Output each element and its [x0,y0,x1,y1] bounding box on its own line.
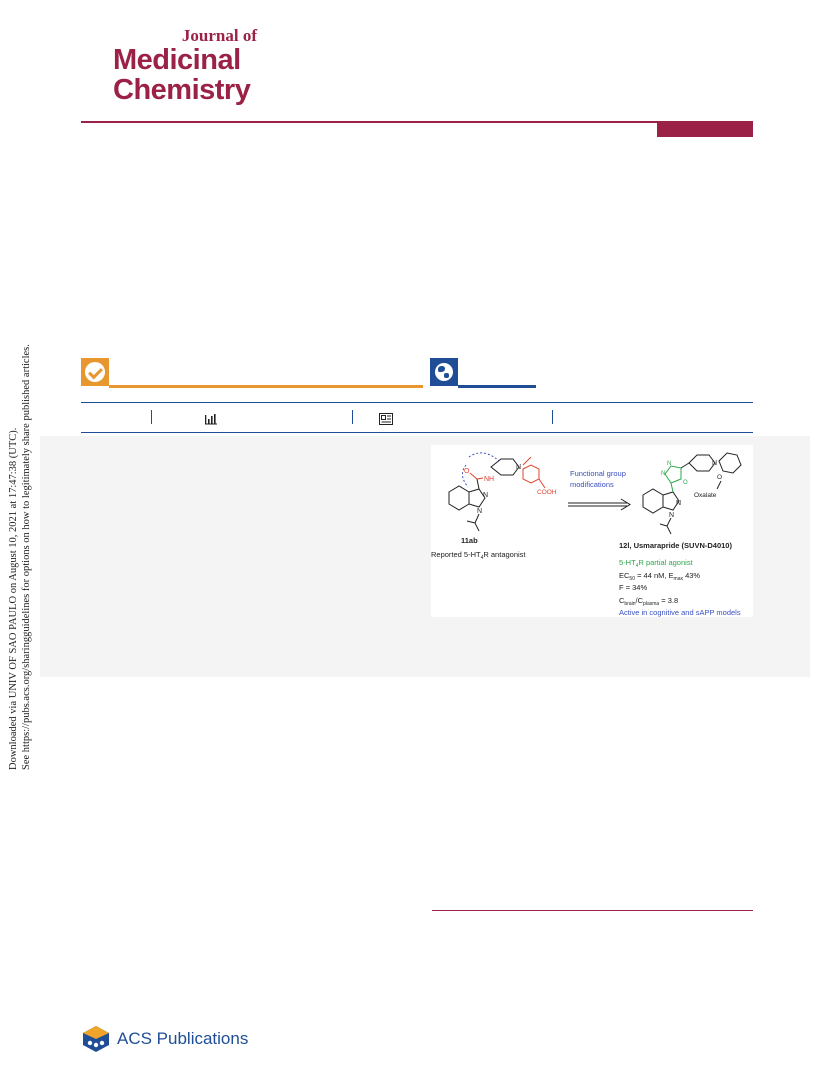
journal-name-line3: Chemistry [113,74,251,106]
benzyl-bond [522,456,532,466]
metrics-bar-bottom-rule [81,432,753,433]
arrow-label-line1: Functional group [570,469,626,478]
bond [659,523,668,527]
journal-name-line2: Medicinal [113,44,241,76]
nitrogen-label: N [516,464,521,471]
linker-arc [468,452,500,462]
carbonyl-bond [469,472,478,480]
nitrogen-label: N [661,471,665,477]
bioavailability-line: F = 34% [619,583,647,592]
bond [670,482,674,493]
arrow-label-line2: modifications [570,480,614,489]
nitrogen-label: N [669,512,674,519]
cooh-label: COOH [537,489,557,496]
oxygen-label: O [717,474,722,481]
download-note-line1: Downloaded via UNIV OF SAO PAULO on Augu… [8,427,19,770]
bond [466,520,476,524]
indazole-pyrazole-ring [468,488,486,508]
header-tab [657,123,753,137]
article-icon[interactable] [379,413,393,425]
salt-label: Oxalate [694,492,717,499]
nitrogen-label: N [483,492,488,499]
efficacy-line: Active in cognitive and sAPP models [619,608,741,617]
bar-chart-icon[interactable] [204,413,218,425]
methoxy-bond [716,480,722,490]
tetrahydropyran-ring [718,452,742,474]
header-rule [81,121,753,123]
oxadiazole-ring [664,465,682,484]
column-end-rule [432,910,753,911]
acs-hexagon-icon [83,1026,109,1052]
left-compound-caption: Reported 5-HT4R antagonist [431,550,526,561]
ec50-line: EC50 = 44 nM, Emax 43% [619,571,700,582]
nitrogen-label: N [676,500,681,507]
right-compound-id: 12l, Usmarapride (SUVN-D4010) [619,541,732,550]
nitrogen-label: N [712,460,717,467]
oxygen-label: O [464,468,470,475]
bond [476,478,480,490]
blue-badge-bar [458,385,536,388]
brain-plasma-line: Cbrain/Cplasma = 3.8 [619,596,678,607]
oxygen-label: O [683,480,688,486]
bond [538,478,546,489]
toc-graphic: O NH N N N COOH 11ab Reported 5-HT4R ant… [431,445,753,617]
left-compound-id: 11ab [461,536,478,545]
piperidine-ring [688,454,716,472]
publisher-name: ACS Publications [117,1029,249,1048]
journal-logo: Journal of Medicinal Chemistry [113,26,263,106]
bond [680,462,690,469]
indazole-benzene-ring [642,488,664,514]
benzoic-ring [522,464,540,484]
reaction-arrow-head [620,498,631,511]
indazole-benzene-ring [448,485,470,511]
check-icon[interactable] [81,358,109,386]
orange-badge-bar [109,385,423,388]
piperidine-ring [490,458,520,476]
amide-bond [476,477,484,480]
bond [474,522,480,532]
bond [666,517,672,527]
bond [666,525,672,535]
bond [474,513,480,524]
metrics-separator [552,410,553,424]
metrics-separator [352,410,353,424]
linker-arc [462,464,469,488]
globe-icon[interactable] [430,358,458,386]
download-note-line2: See https://pubs.acs.org/sharingguidelin… [21,344,32,770]
nh-label: NH [484,476,494,483]
acs-publications-logo[interactable]: ACS Publications [81,1024,248,1054]
nitrogen-label: N [477,508,482,515]
metrics-bar-top-rule [81,402,753,403]
metrics-separator [151,410,152,424]
download-note: Downloaded via UNIV OF SAO PAULO on Augu… [0,330,40,770]
nitrogen-label: N [667,461,671,467]
activity-line: 5-HT4R partial agonist [619,558,694,569]
journal-name-line1: Journal of [181,26,257,45]
indazole-pyrazole-ring [662,491,680,511]
